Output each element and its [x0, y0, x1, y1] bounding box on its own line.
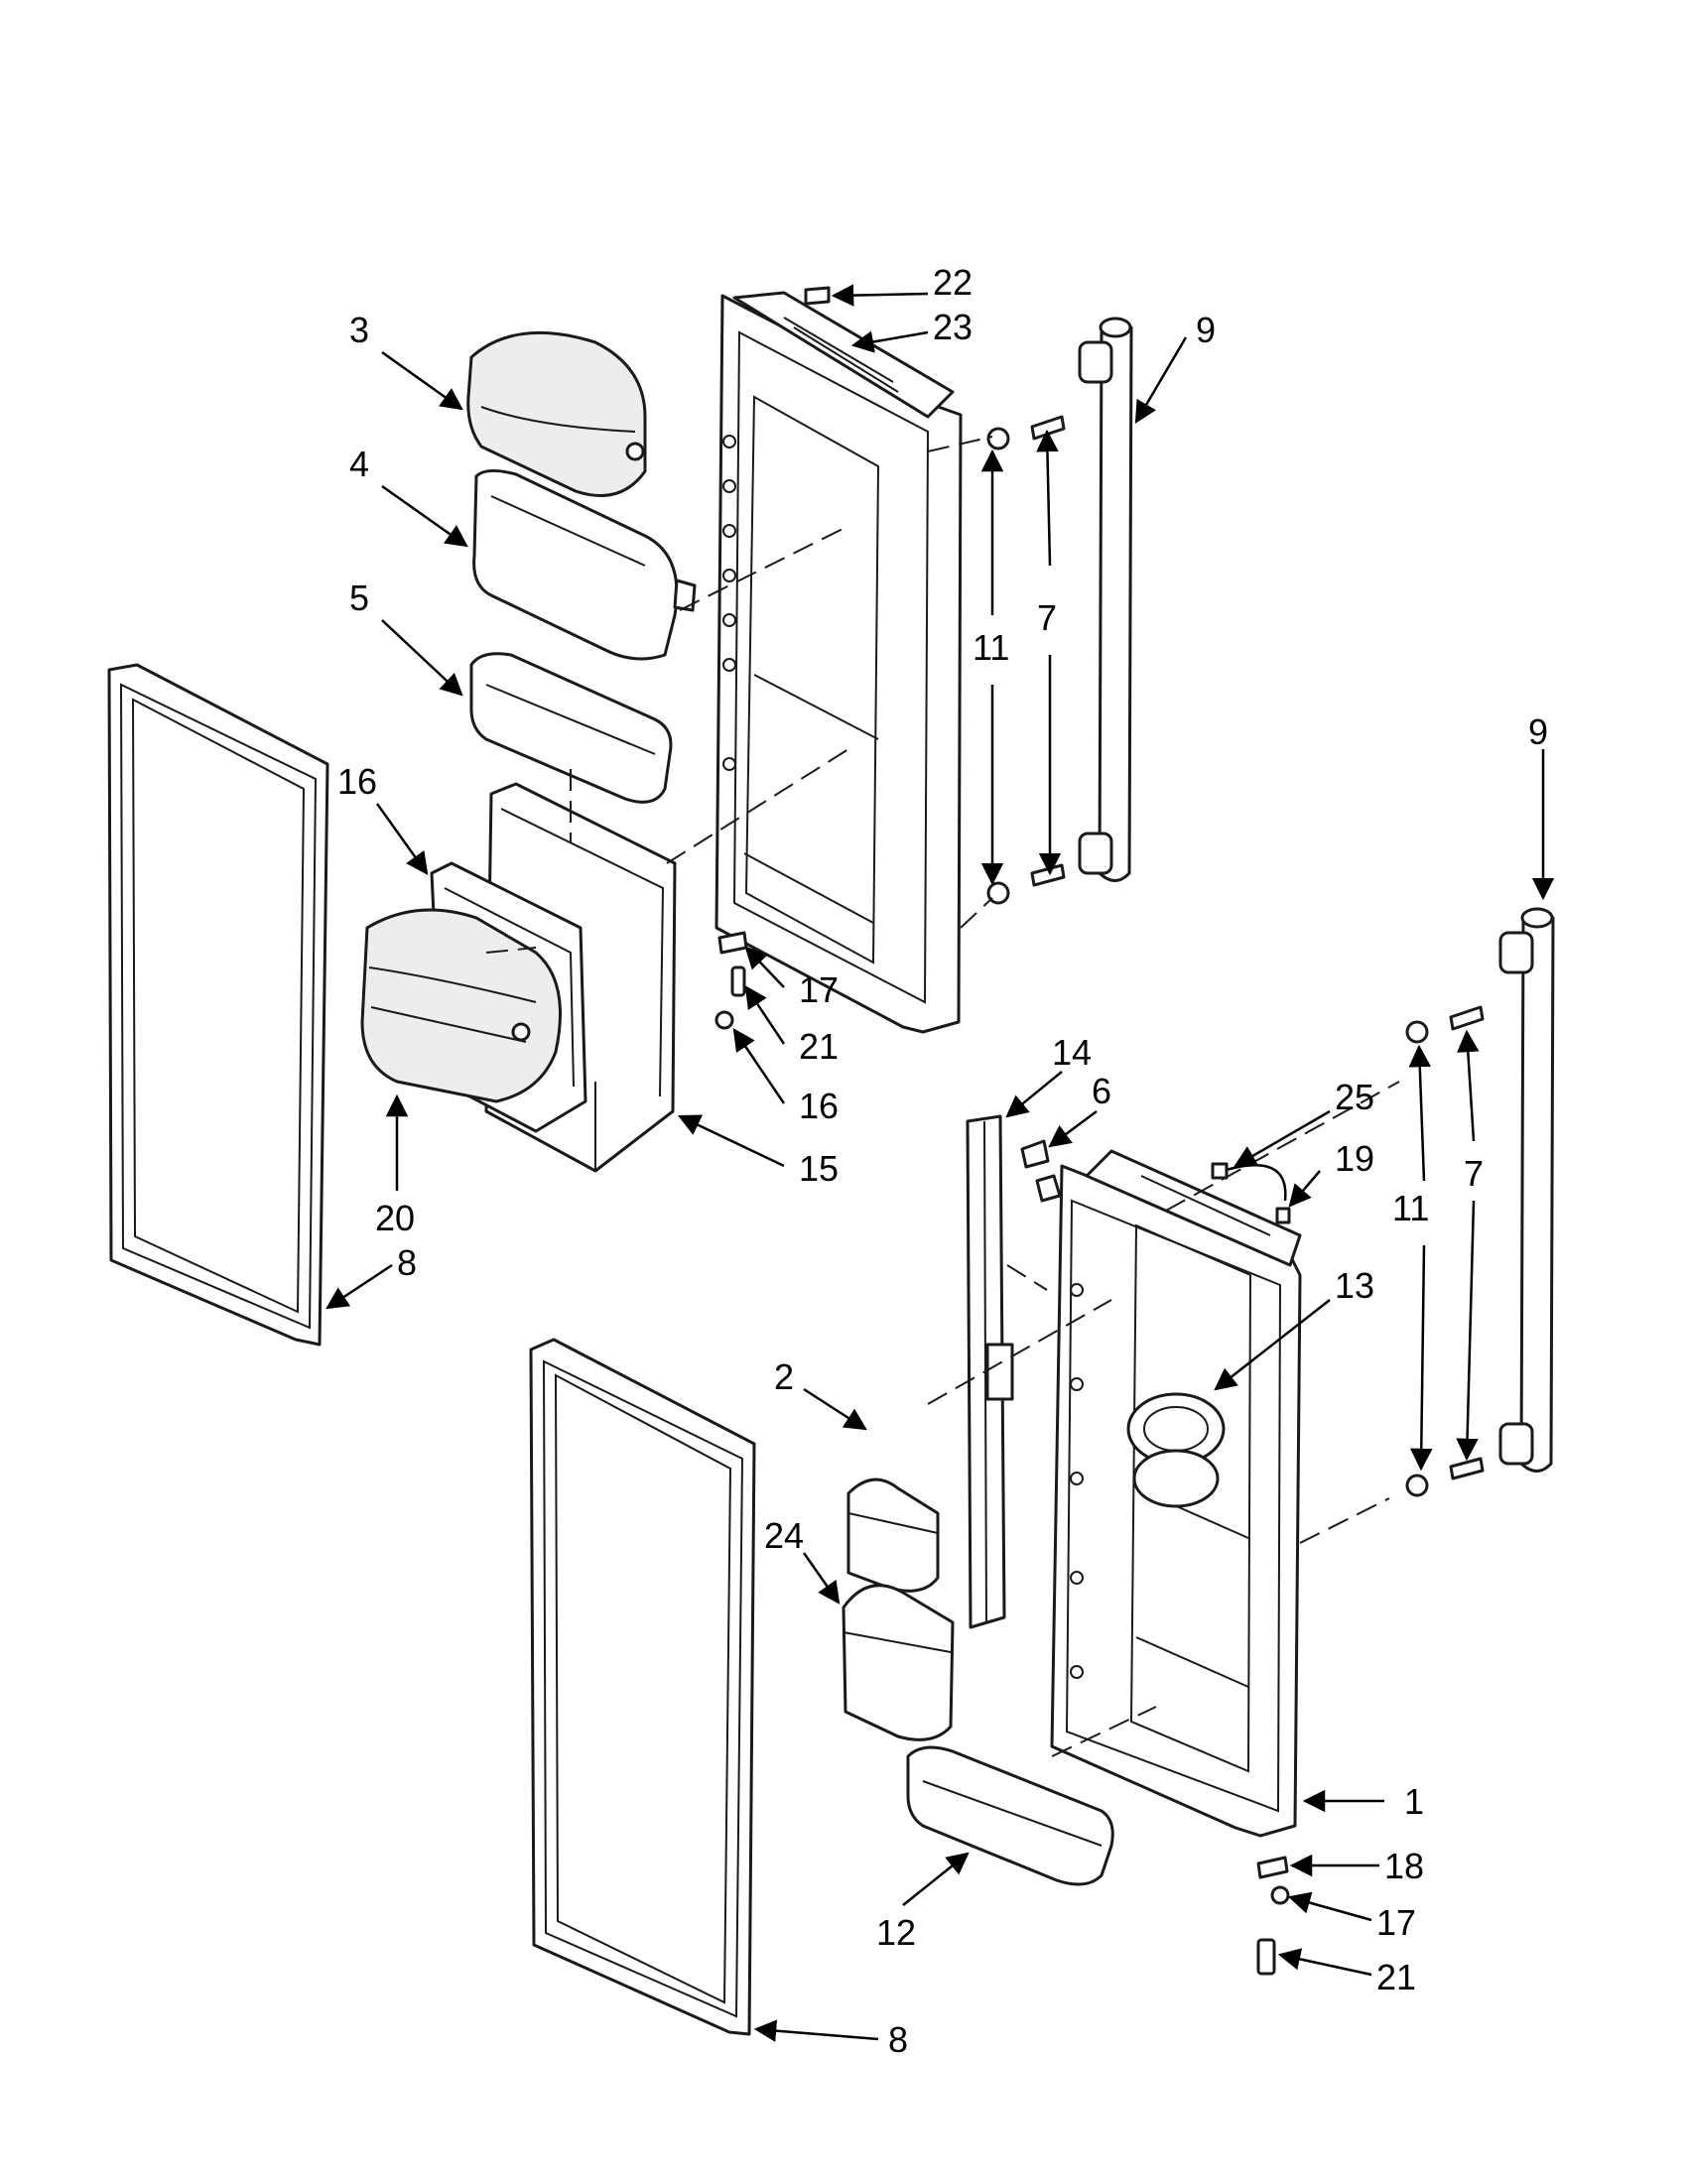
tall-door-bin — [842, 1584, 955, 1741]
callout-3: 3 — [349, 310, 369, 350]
callout-11-upper: 11 — [973, 627, 1009, 668]
screw-19 — [1275, 1207, 1291, 1224]
callout-18: 16 — [337, 761, 377, 802]
callout-17-lower: 18 — [1384, 1846, 1424, 1886]
lower-liner-notches — [1070, 1283, 1084, 1679]
door-bin — [469, 652, 673, 804]
callout-11-lower: 11 — [1392, 1188, 1429, 1228]
lower-hinge-hardware — [1256, 1856, 1290, 1976]
callout-23: 23 — [933, 307, 973, 347]
callout-8-left: 8 — [397, 1242, 417, 1283]
callout-20: 20 — [375, 1198, 415, 1238]
callout-1: 1 — [1404, 1781, 1424, 1822]
ice-chute-cup — [1126, 1392, 1226, 1508]
lower-dispenser-housing — [1085, 1149, 1302, 1267]
liner-shelf-notches — [722, 435, 736, 771]
upper-door-liner — [714, 294, 963, 1034]
callout-13: 13 — [1335, 1265, 1374, 1306]
callout-14: 14 — [1052, 1032, 1092, 1073]
callout-9-lower: 9 — [1528, 711, 1548, 752]
left-door-gasket — [107, 663, 329, 1347]
callout-9-upper: 9 — [1196, 310, 1216, 350]
freezer-bin-cover — [360, 908, 562, 1103]
callout-6: 6 — [1092, 1071, 1111, 1111]
callout-17-upper: 17 — [799, 969, 839, 1010]
lower-handle-screws — [1405, 1005, 1485, 1497]
callout-16-lower: 17 — [1376, 1902, 1416, 1943]
leader-lines — [325, 284, 1555, 2042]
hinge-pin — [1035, 1174, 1062, 1203]
callout-7-lower: 7 — [1464, 1153, 1484, 1194]
callout-22: 22 — [933, 262, 973, 303]
callout-25: 25 — [1335, 1077, 1374, 1117]
callout-7-upper: 7 — [1037, 597, 1057, 638]
callout-12: 12 — [876, 1912, 916, 1953]
lower-door-gasket — [529, 1338, 756, 2036]
callout-21-upper: 21 — [799, 1026, 839, 1067]
vertical-trim-strip — [966, 1114, 1014, 1629]
callout-15: 15 — [799, 1148, 839, 1189]
callout-5: 5 — [349, 578, 369, 618]
small-door-bin — [846, 1477, 940, 1593]
callout-2: 2 — [774, 1356, 794, 1397]
bottom-door-bin — [906, 1745, 1114, 1886]
upper-door-bin — [472, 469, 697, 661]
label-plate — [804, 286, 831, 306]
callout-labels: 22 23 3 9 4 11 7 5 16 17 21 16 15 20 8 9… — [337, 262, 1548, 2060]
tube-fitting — [1211, 1162, 1229, 1180]
lower-door-handle — [1498, 907, 1555, 1473]
callout-16-upper: 16 — [799, 1086, 839, 1126]
callout-24: 24 — [764, 1515, 804, 1556]
upper-door-handle — [1078, 317, 1133, 882]
upper-bin-cover — [466, 330, 647, 497]
callout-19: 19 — [1335, 1138, 1374, 1179]
upper-dispenser-housing — [732, 291, 955, 419]
upper-hinge-hardware — [714, 931, 748, 1030]
clip-6 — [1020, 1139, 1050, 1169]
callout-8-lower: 8 — [888, 2019, 908, 2060]
callout-21-lower: 21 — [1376, 1957, 1416, 1997]
water-tube — [1222, 1164, 1287, 1202]
callout-4: 4 — [349, 444, 369, 484]
